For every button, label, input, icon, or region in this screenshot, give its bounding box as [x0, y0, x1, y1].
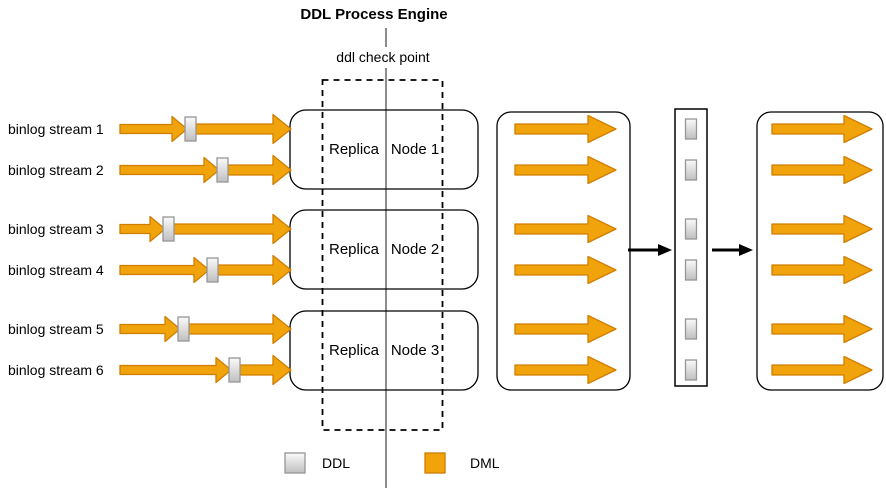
ddl-queue-item-1: [684, 118, 698, 140]
stream-5-dml-arrow-1: [119, 315, 181, 343]
ddl-queue-item-2: [684, 159, 698, 181]
merged-dml-arrow-2: [514, 155, 617, 185]
legend-ddl-label: DDL: [322, 455, 351, 471]
legend-dml-swatch: [424, 452, 446, 474]
node-label-1: Node 1: [388, 141, 442, 159]
stream-3-ddl-marker: [162, 216, 175, 242]
replica-node-2-box: [289, 209, 479, 290]
replica-label-1: Replica: [326, 141, 382, 159]
node-label-2: Node 2: [388, 241, 442, 259]
ddl-process-engine-boundary: [321, 79, 444, 431]
stream-label-4: binlog stream 4: [8, 262, 104, 278]
merged-dml-arrow-4: [514, 255, 617, 285]
output-dml-arrow-2: [771, 155, 873, 185]
flow-arrow-1: [628, 244, 672, 256]
output-dml-arrow-4: [771, 255, 873, 285]
node-label-3: Node 3: [388, 342, 442, 360]
merged-stream-box: [496, 111, 631, 391]
legend-ddl-swatch: [284, 452, 306, 474]
stream-5-ddl-marker: [177, 316, 190, 342]
stream-4-dml-arrow-2: [217, 254, 292, 286]
stream-4-ddl-marker: [206, 257, 219, 283]
stream-3-dml-arrow-1: [119, 215, 166, 243]
output-stream-box: [756, 111, 884, 391]
ddl-queue-box: [674, 108, 708, 387]
stream-6-dml-arrow-1: [119, 356, 232, 384]
stream-2-dml-arrow-2: [227, 154, 292, 186]
stream-3-dml-arrow-2: [173, 213, 292, 245]
diagram-title: DDL Process Engine: [300, 6, 448, 23]
checkpoint-label: ddl check point: [333, 48, 433, 66]
flow-arrow-2: [712, 244, 753, 256]
stream-label-3: binlog stream 3: [8, 221, 104, 237]
merged-dml-arrow-1: [514, 114, 617, 144]
stream-label-2: binlog stream 2: [8, 162, 104, 178]
ddl-queue-item-5: [684, 318, 698, 340]
stream-6-dml-arrow-2: [239, 354, 292, 386]
stream-2-dml-arrow-1: [119, 156, 220, 184]
replica-node-3-box: [289, 310, 479, 391]
replica-node-1-box: [289, 109, 479, 190]
output-dml-arrow-1: [771, 114, 873, 144]
stream-2-ddl-marker: [216, 157, 229, 183]
stream-1-dml-arrow-1: [119, 115, 188, 143]
stream-1-ddl-marker: [184, 116, 197, 142]
replica-label-3: Replica: [326, 342, 382, 360]
stream-4-dml-arrow-1: [119, 256, 210, 284]
legend-dml-label: DML: [470, 455, 500, 471]
output-dml-arrow-6: [771, 355, 873, 385]
merged-dml-arrow-3: [514, 214, 617, 244]
stream-label-5: binlog stream 5: [8, 321, 104, 337]
stream-6-ddl-marker: [228, 357, 241, 383]
stream-1-dml-arrow-2: [195, 113, 292, 145]
merged-dml-arrow-5: [514, 314, 617, 344]
stream-label-6: binlog stream 6: [8, 362, 104, 378]
output-dml-arrow-3: [771, 214, 873, 244]
output-dml-arrow-5: [771, 314, 873, 344]
merged-dml-arrow-6: [514, 355, 617, 385]
stream-label-1: binlog stream 1: [8, 121, 104, 137]
replica-label-2: Replica: [326, 241, 382, 259]
ddl-queue-item-6: [684, 359, 698, 381]
ddl-queue-item-4: [684, 259, 698, 281]
ddl-queue-item-3: [684, 218, 698, 240]
stream-5-dml-arrow-2: [188, 313, 292, 345]
